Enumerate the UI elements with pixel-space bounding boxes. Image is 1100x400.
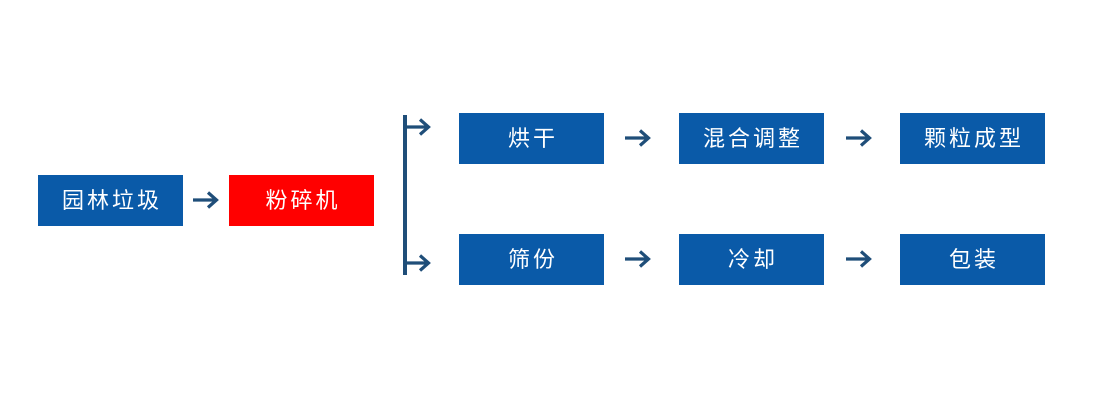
arrow-right-icon [842,242,876,276]
node-mixing-adjustment[interactable]: 混合调整 [679,113,824,164]
node-drying[interactable]: 烘干 [459,113,604,164]
node-garden-waste[interactable]: 园林垃圾 [38,175,183,226]
node-granulating[interactable]: 颗粒成型 [900,113,1045,164]
node-crusher[interactable]: 粉碎机 [229,175,374,226]
arrow-right-icon [621,242,655,276]
arrow-right-icon [621,121,655,155]
node-cooling[interactable]: 冷却 [679,234,824,285]
branch-split-icon [398,112,440,278]
node-screening[interactable]: 筛份 [459,234,604,285]
arrow-right-icon [842,121,876,155]
arrow-right-icon [189,183,223,217]
node-packaging[interactable]: 包装 [900,234,1045,285]
